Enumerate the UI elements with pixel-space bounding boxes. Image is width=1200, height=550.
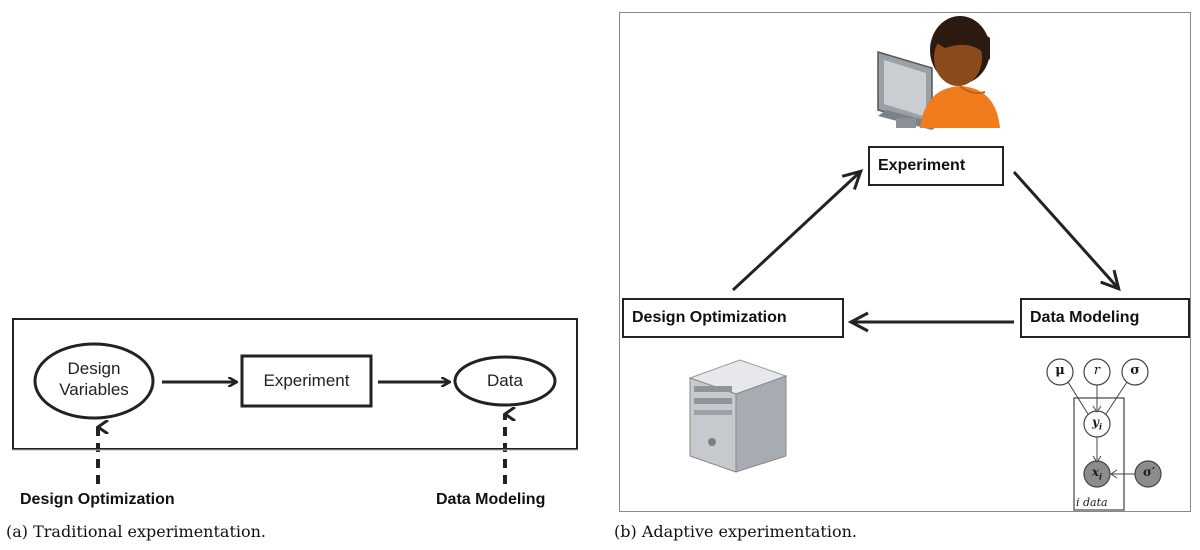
design-optimization-node-b: Design Optimization (622, 298, 844, 338)
sigma-symbol: σ (1130, 363, 1140, 378)
design-optimization-label-b: Design Optimization (632, 309, 787, 326)
caption-a: (a) Traditional experimentation. (6, 522, 267, 541)
design-optimization-label-a: Design Optimization (20, 491, 175, 508)
sigma-node (1121, 358, 1149, 386)
plate-label: i data (1076, 496, 1108, 509)
r-symbol: r (1093, 363, 1101, 378)
graphical-model-diagram (1046, 358, 1162, 511)
user-at-computer-icon (877, 16, 1000, 130)
tower-computer-icon (688, 359, 788, 473)
mu-node (1046, 358, 1074, 386)
design-variables-text: Design Variables (59, 359, 129, 399)
adaptive-panel-frame (619, 12, 1191, 512)
y-subscript: i (1098, 421, 1103, 432)
mu-symbol: μ (1055, 363, 1065, 378)
data-modeling-label-a: Data Modeling (436, 491, 546, 508)
plate-box (1073, 397, 1125, 511)
y-symbol: yi (1086, 415, 1108, 431)
arrow-design-optimization-to-experiment (731, 172, 860, 292)
x-symbol: xi (1086, 465, 1108, 481)
data-node-shape (453, 355, 557, 407)
design-variables-label: Design Variables (40, 358, 148, 400)
caption-b: (b) Adaptive experimentation. (614, 522, 857, 541)
experiment-label: Experiment (263, 371, 350, 390)
experiment-node-b: Experiment (868, 146, 1004, 186)
experiment-node-shape (240, 354, 373, 408)
x-node (1083, 460, 1111, 488)
x-subscript: i (1099, 471, 1103, 482)
arrow-experiment-to-data-modeling (1012, 170, 1118, 288)
traditional-panel-frame (12, 318, 578, 450)
data-modeling-label-b: Data Modeling (1030, 309, 1140, 326)
data-label: Data (487, 371, 523, 390)
y-letter: y (1091, 415, 1099, 429)
sigma-prime-symbol: σ′ (1142, 465, 1155, 479)
experiment-label-b: Experiment (878, 157, 966, 174)
x-letter: x (1091, 465, 1100, 479)
data-modeling-node-b: Data Modeling (1020, 298, 1190, 338)
design-variables-node-shape (33, 342, 155, 420)
